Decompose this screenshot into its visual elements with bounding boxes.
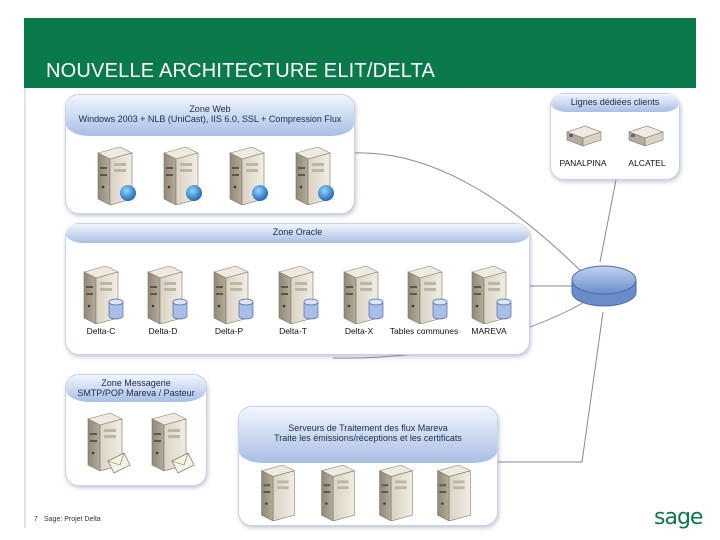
router-icon [628,125,664,147]
zone-lignes-dediees: Lignes dédiées clients PANALPINA ALCATEL [550,93,680,180]
zone-messagerie-header: Zone Messagerie SMTP/POP Mareva / Pasteu… [66,375,206,402]
left-rule [24,88,26,528]
zone-traitement: Serveurs de Traitement des flux Mareva T… [238,406,498,526]
zone-oracle: Zone Oracle Delta-C Delta-D Delta-P Delt… [65,223,530,355]
web-server-2 [163,147,202,205]
page-number: 7 [34,516,38,523]
zone-traitement-header: Serveurs de Traitement des flux Mareva T… [239,407,497,463]
oracle-server-7 [471,266,512,324]
zone-lignes-header: Lignes dédiées clients [551,94,679,112]
processing-server-2 [321,465,355,521]
database-icon [172,298,188,320]
oracle-server-1 [83,266,124,324]
zone-web-subtitle: Windows 2003 + NLB (UniCast), IIS 6.0, S… [78,114,342,124]
zone-traitement-title: Serveurs de Traitement des flux Mareva [288,423,448,433]
database-icon [368,298,384,320]
title-bar: NOUVELLE ARCHITECTURE ELIT/DELTA [24,18,696,88]
mail-server-2 [151,413,195,474]
processing-server-4 [437,465,471,521]
zone-traitement-subtitle: Traite les émissions/réceptions et les c… [274,433,462,443]
zone-messagerie-title: Zone Messagerie [101,378,171,388]
router-icon [566,125,602,147]
oracle-label-delta-c: Delta-C [86,326,116,336]
envelope-icon [107,452,131,474]
oracle-server-3 [213,266,254,324]
zone-web: Zone Web Windows 2003 + NLB (UniCast), I… [65,94,355,214]
oracle-label-tables-communes: Tables communes [389,326,459,336]
processing-server-3 [379,465,413,521]
globe-icon [252,185,268,201]
envelope-icon [171,452,195,474]
web-server-1 [97,147,136,205]
database-icon [108,298,124,320]
oracle-label-delta-t: Delta-T [279,326,307,336]
database-icon [432,298,448,320]
globe-icon [186,185,202,201]
database-icon [303,298,319,320]
oracle-server-4 [278,266,319,324]
zone-web-header: Zone Web Windows 2003 + NLB (UniCast), I… [66,95,354,136]
zone-lignes-title: Lignes dédiées clients [570,97,660,107]
oracle-server-5 [343,266,384,324]
database-icon [238,298,254,320]
page-title: NOUVELLE ARCHITECTURE ELIT/DELTA [46,60,436,82]
processing-server-group [261,465,471,521]
zone-oracle-header: Zone Oracle [66,224,529,243]
oracle-label-delta-p: Delta-P [214,326,244,336]
globe-icon [318,185,334,201]
mail-server-group [87,413,195,474]
processing-server-1 [261,465,295,521]
footer-text: Sage: Projet Delta [44,516,101,523]
network-hub-icon [571,265,637,307]
web-server-3 [229,147,268,205]
oracle-server-6 [407,266,448,324]
zone-web-title: Zone Web [189,104,231,114]
oracle-server-2 [147,266,188,324]
web-server-group [97,147,334,205]
sage-logo: sage [654,505,703,530]
oracle-label-delta-x: Delta-X [344,326,374,336]
router-group [566,125,664,147]
client-label-alcatel: ALCATEL [628,158,666,168]
web-server-4 [295,147,334,205]
zone-messagerie-subtitle: SMTP/POP Mareva / Pasteur [77,388,195,398]
oracle-label-delta-d: Delta-D [148,326,178,336]
zone-messagerie: Zone Messagerie SMTP/POP Mareva / Pasteu… [65,374,207,486]
oracle-server-group [83,266,512,324]
globe-icon [120,185,136,201]
mail-server-1 [87,413,131,474]
client-label-panalpina: PANALPINA [559,158,607,168]
zone-oracle-title: Zone Oracle [272,227,323,237]
database-icon [496,298,512,320]
oracle-label-mareva: MAREVA [471,326,507,336]
